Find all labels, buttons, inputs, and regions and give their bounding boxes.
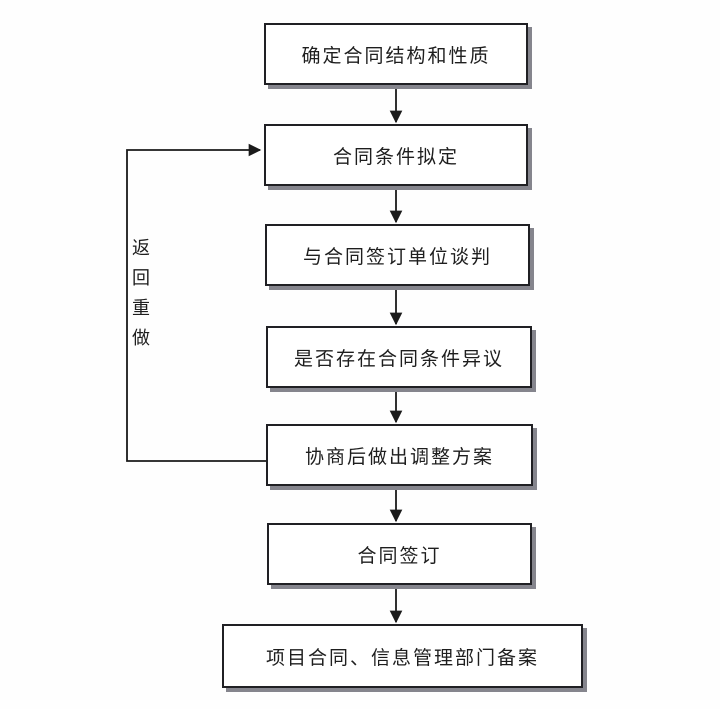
node-draft-contract-terms: 合同条件拟定	[264, 124, 528, 186]
node-label: 是否存在合同条件异议	[293, 348, 504, 370]
node-label: 与合同签订单位谈判	[302, 246, 492, 268]
node-filing-with-departments: 项目合同、信息管理部门备案	[222, 624, 583, 688]
loop-back-label: 返回重做	[130, 238, 150, 358]
node-determine-contract-structure: 确定合同结构和性质	[264, 23, 528, 85]
node-check-term-objections: 是否存在合同条件异议	[266, 326, 532, 388]
node-label: 协商后做出调整方案	[304, 446, 494, 468]
node-contract-signing: 合同签订	[267, 523, 532, 585]
node-label: 项目合同、信息管理部门备案	[265, 647, 539, 669]
node-negotiate-with-signing-party: 与合同签订单位谈判	[265, 224, 530, 286]
node-label: 合同签订	[357, 545, 442, 567]
node-label: 确定合同结构和性质	[301, 45, 491, 67]
node-adjustment-plan: 协商后做出调整方案	[266, 424, 533, 486]
node-label: 合同条件拟定	[332, 146, 459, 168]
